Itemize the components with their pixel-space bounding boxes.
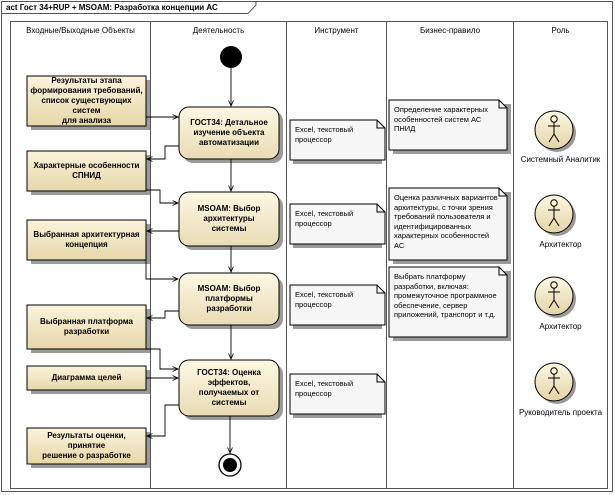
swimlanes [10,21,608,489]
actor-icon [534,362,576,404]
object-label: Характерные особенности СПНИД [33,161,140,180]
action-label: MSOAM: Выбор платформы разработки [197,284,261,313]
object-flow [147,310,179,318]
object-node [26,304,150,353]
action-node [178,359,283,420]
action-label: ГОСТ34: Оценка эффектов, получаемых от с… [197,368,261,407]
tool-note [289,203,386,248]
tool-note [289,119,386,164]
tool-notes [289,119,386,418]
frame-title-tab [1,1,257,14]
object-node [26,75,150,130]
action-nodes [178,106,283,420]
actor-label: Руководитель проекта [518,408,603,417]
tool-note-text: Excel, текстовый процессор [295,379,354,398]
lane-tools [286,21,387,489]
object-node [26,219,150,264]
action-label: ГОСТ34: Детальное изучение объекта автом… [190,118,268,147]
flows [145,68,231,453]
lane-title-objects: Входные/Выходные Объекты [26,26,135,35]
actors [534,110,576,404]
rule-note-text: Оценка различных вариантов архитектуры, … [394,193,498,250]
rule-note-text: Определение характерных особенностей сис… [394,105,489,133]
tool-note-text: Excel, текстовый процессор [295,209,354,228]
actor-label: Системный Аналитик [520,155,601,164]
object-label: Выбранная платформа разработки [40,317,133,336]
object-nodes [26,75,150,468]
lane-title-tools: Инструмент [314,26,359,35]
action-node [178,106,283,163]
rule-note [388,99,511,154]
tool-note-text: Excel, текстовый процессор [295,125,354,144]
lane-title-activity: Деятельность [192,26,245,35]
tool-note-text: Excel, текстовый процессор [295,290,354,309]
rule-note-text: Выбрать платформу разработки, включая: п… [394,272,497,319]
action-node [178,191,283,250]
tool-note [289,373,386,418]
initial-node [220,46,242,68]
action-label: MSOAM: Выбор архитектуры системы [197,204,261,233]
object-label: Выбранная архитектурная концепция [33,230,140,249]
lane-title-rules: Бизнес-правило [419,26,481,35]
actor-icon [534,276,576,318]
object-node [26,150,150,195]
actor-icon [534,194,576,236]
object-flow [146,348,178,369]
tool-note [289,284,386,329]
actor-label: Архитектор [539,240,582,249]
object-node [26,427,150,468]
rule-notes [388,99,511,341]
actor-icon [534,110,576,152]
actor-label: Архитектор [539,322,582,331]
rule-note [388,266,511,341]
object-flow [147,145,179,159]
action-node [178,272,283,329]
object-label: Результаты оценки, принятие решение о ра… [42,431,131,460]
rule-note [388,187,511,264]
frame-title: act Гост 34+RUP + MSOAM: Разработка конц… [6,3,218,12]
object-label: Диаграмма целей [51,373,122,382]
object-flow [146,189,178,203]
final-node [218,453,242,477]
lane-title-roles: Роль [551,26,570,35]
object-label: Результаты этапа формирования требований… [30,76,143,125]
lane-roles [513,21,608,489]
object-flow [145,258,178,279]
object-flow [147,404,179,436]
